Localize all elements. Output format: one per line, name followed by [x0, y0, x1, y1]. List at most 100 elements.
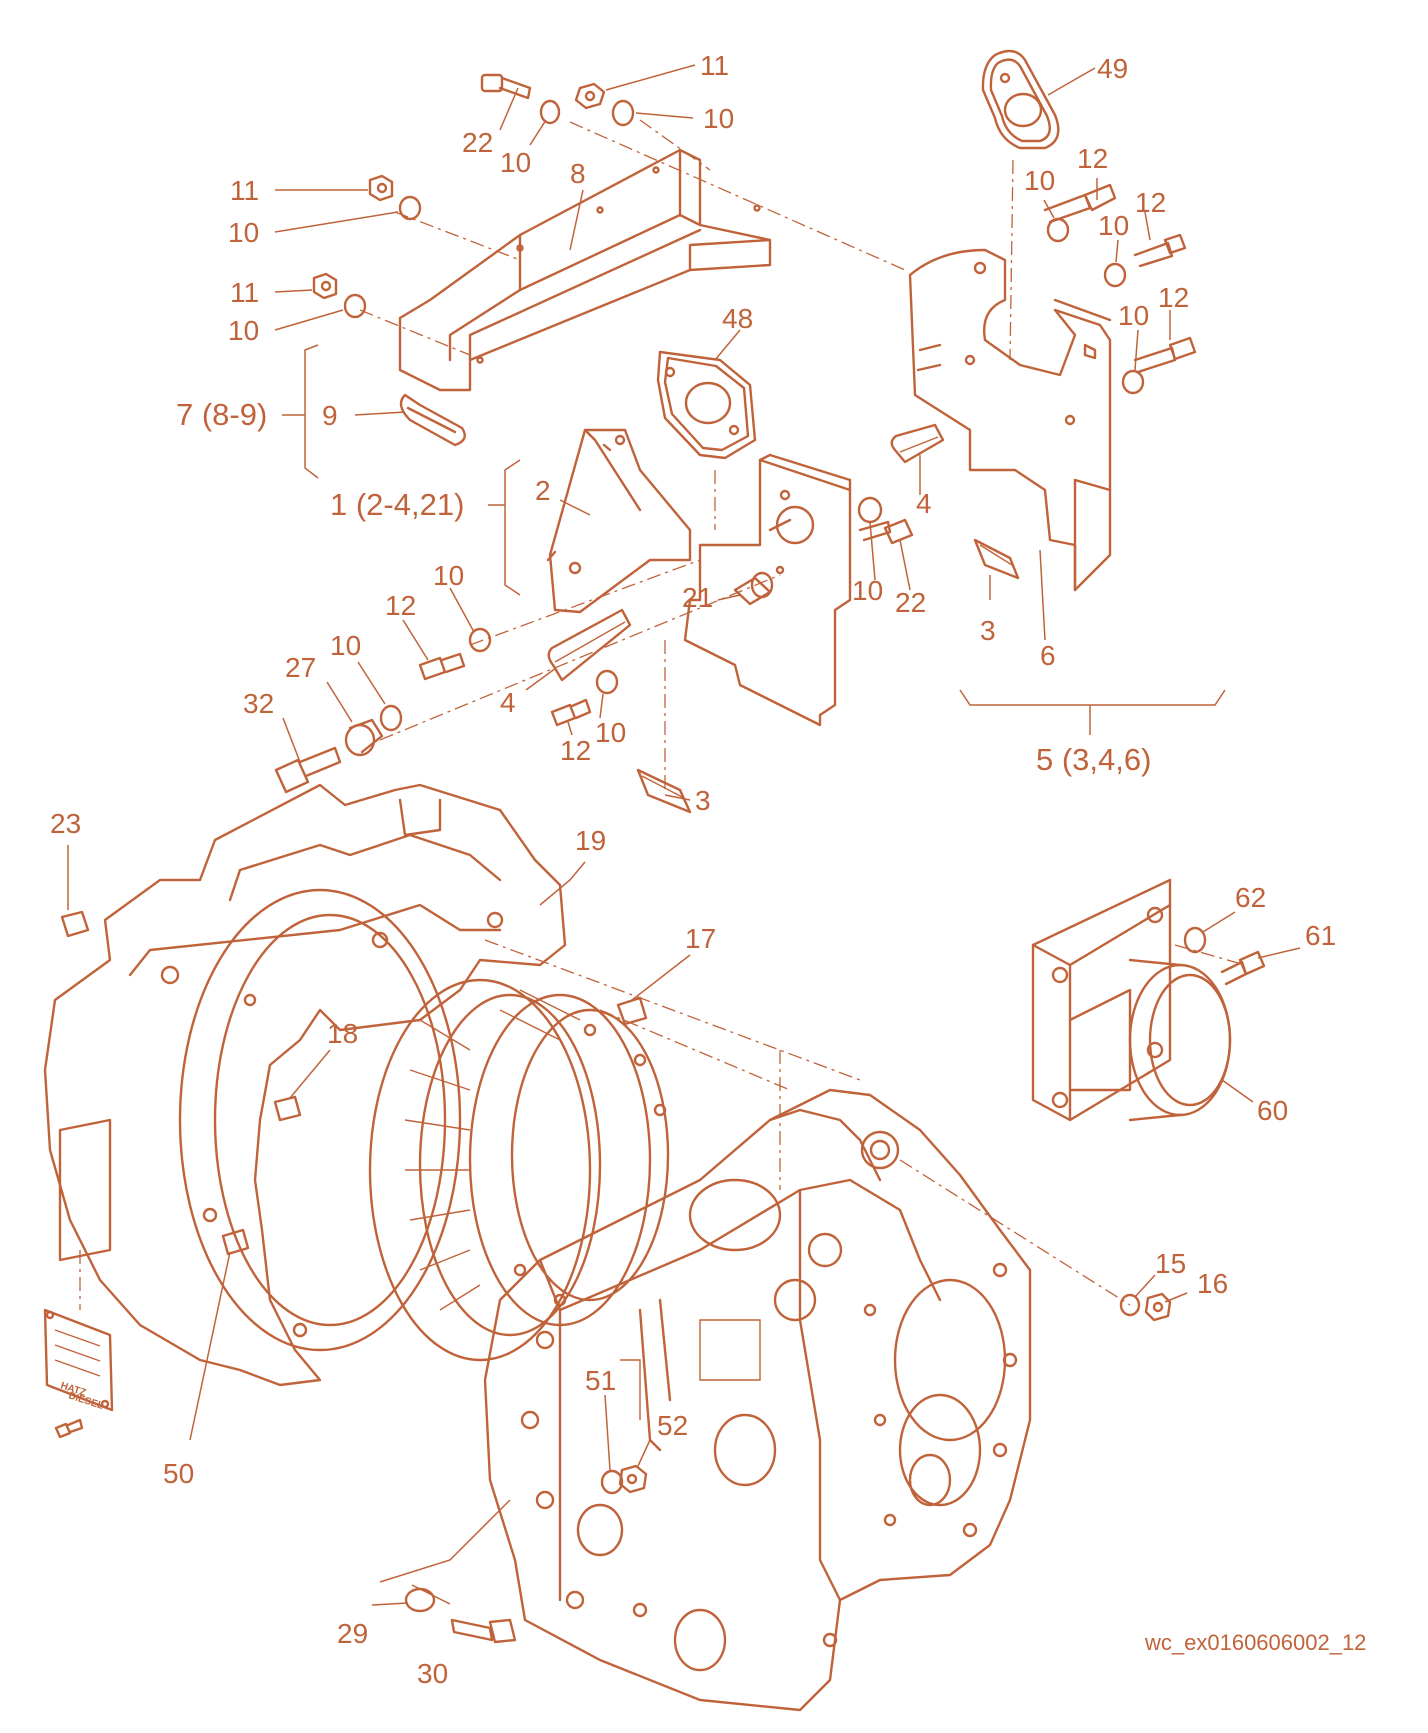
- washer-part-10-mid: [398, 195, 422, 221]
- washer-part-10-left-c: [379, 704, 403, 732]
- bracket-part-6: [908, 248, 1112, 592]
- label-group-1: 1 (2-4,21): [330, 487, 464, 522]
- nameplate-subtitle: DIESEL: [67, 1390, 105, 1412]
- label-11-mid: 11: [230, 175, 259, 206]
- stud-part-17: [616, 996, 648, 1026]
- label-52: 52: [657, 1410, 688, 1441]
- washer-part-10-left-a: [468, 627, 492, 653]
- screw-part-12-left-b: [550, 698, 592, 727]
- label-10-right-c: 10: [1118, 300, 1149, 331]
- spacer-part-27: [344, 718, 384, 757]
- label-51: 51: [585, 1365, 616, 1396]
- label-23: 23: [50, 808, 81, 839]
- washer-part-10-right-b: [1103, 262, 1127, 288]
- label-12-left-b: 12: [560, 735, 591, 766]
- washer-part-10-right-a: [1046, 217, 1070, 243]
- label-29: 29: [337, 1618, 368, 1649]
- label-10-left-b: 10: [595, 717, 626, 748]
- washer-part-15: [1119, 1293, 1141, 1317]
- screw-part-61: [1220, 950, 1266, 986]
- label-4-left: 4: [500, 687, 516, 718]
- label-30: 30: [417, 1658, 448, 1689]
- washer-part-10-right-c: [1121, 369, 1145, 395]
- label-32: 32: [243, 688, 274, 719]
- bolt-part-22-top: [480, 73, 532, 100]
- label-49: 49: [1097, 53, 1128, 84]
- gasket-part-48: [656, 350, 757, 460]
- label-62: 62: [1235, 882, 1266, 913]
- washer-part-10-left-b: [595, 669, 619, 695]
- label-4-right: 4: [916, 488, 932, 519]
- mounting-plate-center: [683, 453, 852, 727]
- bolt-part-30: [450, 1618, 517, 1644]
- label-12-right-c: 12: [1158, 282, 1189, 313]
- bracket-part-8: [398, 148, 772, 392]
- washer-part-10-top-a: [539, 99, 561, 125]
- crankcase: [483, 1088, 1032, 1712]
- label-6: 6: [1040, 640, 1056, 671]
- label-60: 60: [1257, 1095, 1288, 1126]
- screw-part-12-right-b: [1133, 233, 1187, 268]
- label-10-left-c: 10: [330, 630, 361, 661]
- nut-part-16: [1144, 1292, 1172, 1322]
- label-10-low: 10: [228, 315, 259, 346]
- label-17: 17: [685, 923, 716, 954]
- reference-code: wc_ex0160606002_12: [1144, 1630, 1366, 1655]
- screw-part-12-right-a: [1043, 183, 1117, 224]
- label-16: 16: [1197, 1268, 1228, 1299]
- label-22-center: 22: [895, 587, 926, 618]
- bracket-part-2: [546, 428, 692, 614]
- screw-part-22-center: [858, 518, 914, 545]
- label-3-right: 3: [980, 615, 996, 646]
- label-27: 27: [285, 652, 316, 683]
- strip-part-3-center: [636, 768, 692, 814]
- nut-part-11-low: [312, 272, 338, 300]
- stud-part-18: [273, 1095, 302, 1122]
- label-48: 48: [722, 303, 753, 334]
- bolt-part-32: [274, 746, 342, 794]
- washer-part-10-center-right: [857, 496, 883, 524]
- label-10-right-a: 10: [1024, 165, 1055, 196]
- strip-part-4-left: [547, 608, 632, 682]
- label-8: 8: [570, 158, 586, 189]
- label-18: 18: [327, 1018, 358, 1049]
- label-10-right-b: 10: [1098, 210, 1129, 241]
- label-10-mid: 10: [228, 217, 259, 248]
- gasket-part-49: [981, 49, 1060, 150]
- label-10-top: 10: [500, 147, 531, 178]
- washer-part-10-top-b: [611, 99, 635, 127]
- stud-part-23: [60, 910, 90, 938]
- label-group-5: 5 (3,4,6): [1036, 742, 1151, 777]
- screw-nameplate: [54, 1418, 84, 1439]
- label-22-top: 22: [462, 127, 493, 158]
- cover-part-60: [1031, 878, 1232, 1122]
- spacer-part-21: [733, 571, 774, 606]
- stud-part-50: [221, 1228, 250, 1256]
- flywheel-housing-part-19: [43, 783, 567, 1387]
- label-11-low: 11: [230, 277, 259, 308]
- label-12-left-a: 12: [385, 590, 416, 621]
- label-12-right-a: 12: [1077, 143, 1108, 174]
- label-2: 2: [535, 475, 551, 506]
- nut-part-11-top: [574, 82, 606, 110]
- fan-wheel: [368, 978, 670, 1362]
- label-61: 61: [1305, 920, 1336, 951]
- strip-part-4-right: [890, 423, 945, 464]
- washer-part-29: [404, 1587, 436, 1613]
- label-19: 19: [575, 825, 606, 856]
- label-9: 9: [322, 400, 338, 431]
- screw-part-12-right-c: [1133, 336, 1197, 374]
- washer-part-62: [1183, 926, 1207, 954]
- label-11-top: 11: [700, 50, 729, 81]
- label-50: 50: [163, 1458, 194, 1489]
- nut-part-52: [618, 1464, 648, 1494]
- nut-part-11-mid: [368, 174, 394, 202]
- washer-part-51: [600, 1469, 624, 1495]
- label-10-left-a: 10: [433, 560, 464, 591]
- label-10-center-right: 10: [852, 575, 883, 606]
- label-12-right-b: 12: [1135, 187, 1166, 218]
- label-21: 21: [682, 582, 713, 613]
- screw-part-12-left-a: [418, 652, 466, 681]
- label-10-top-right: 10: [703, 103, 734, 134]
